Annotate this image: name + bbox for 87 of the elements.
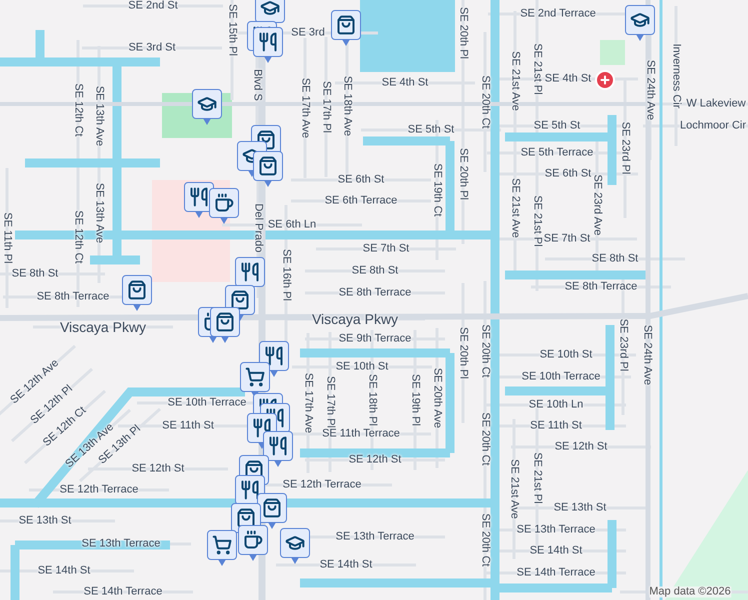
street-name: SE 21st Pl xyxy=(532,43,542,95)
street-name: SE 3rd St xyxy=(128,42,176,54)
street-name: SE 5th Terrace xyxy=(520,148,594,158)
street-name: SE 18th Ave xyxy=(342,76,352,136)
street-name: SE 12th Terrace xyxy=(60,484,138,496)
street-name: SE 11th Terrace xyxy=(322,428,400,440)
street-name: SE 7th St xyxy=(544,234,590,244)
street-name: SE 10th St xyxy=(336,362,388,372)
street-name: SE 10th St xyxy=(540,350,592,360)
street-name: SE 12th Terrace xyxy=(282,480,362,490)
street-name: SE 10th Terrace xyxy=(168,398,246,408)
street-name: SE 21st Pl xyxy=(532,195,542,247)
street-name: SE 12th St xyxy=(554,442,608,452)
street-name: SE 20th Ct xyxy=(480,75,490,129)
street-name: SE 21st Ave xyxy=(508,459,520,519)
street-name: SE 12th St xyxy=(132,464,184,474)
street-name: SE 24th Ave xyxy=(642,324,652,386)
street-name: SE 20th Ct xyxy=(480,324,490,378)
street-name: SE 20th Ave xyxy=(432,368,442,428)
street-name: SE 13th Ave xyxy=(94,86,104,146)
street-name: SE 2nd St xyxy=(128,0,178,12)
street-name: SE 13th Terrace xyxy=(336,532,414,542)
street-name: SE 13th St xyxy=(18,516,72,526)
street-name: SE 19th Ct xyxy=(432,163,442,217)
street-name: SE 21st Ave xyxy=(510,178,520,238)
street-name: SE 17th Ave xyxy=(300,78,310,138)
street-name: Inverness Cir xyxy=(670,44,682,108)
street-name: SE 5th St xyxy=(534,120,580,132)
street-name: SE 13th Terrace xyxy=(516,524,596,536)
street-name: SE 10th Terrace xyxy=(522,372,600,382)
street-name: SE 14th Terrace xyxy=(84,586,162,598)
street-name: SE 11th St xyxy=(162,420,214,432)
street-name: SE 20th Ct xyxy=(480,412,490,466)
street-name: SE 9th Terrace xyxy=(338,334,412,344)
street-name: SE 6th St xyxy=(338,174,384,186)
street-name: SE 24th Ave xyxy=(644,60,656,120)
street-name: SE 14th St xyxy=(530,546,582,556)
street-name: SE 14th Terrace xyxy=(516,568,596,578)
street-name: SE 13th St xyxy=(554,502,606,514)
street-name: SE 14th St xyxy=(38,566,90,576)
street-name: SE 8th St xyxy=(12,268,58,280)
street-name: W Lakeview xyxy=(686,98,746,110)
street-name: SE 19th Pl xyxy=(410,374,420,426)
street-name: SE 8th St xyxy=(352,266,398,276)
street-name: SE 23rd Pl xyxy=(620,122,630,174)
street-name: SE 4th St xyxy=(544,74,592,84)
street-name: SE 2nd Terrace xyxy=(520,8,596,20)
street-name: Blvd S xyxy=(252,69,262,101)
street-name: SE 6th Terrace xyxy=(324,196,398,206)
street-name: SE 12th Ct xyxy=(72,83,84,137)
street-name: SE 20th Pl xyxy=(458,327,468,379)
street-name: Viscaya Pkwy xyxy=(60,320,146,334)
street-name: Viscaya Pkwy xyxy=(312,312,398,326)
street-name: SE 17th Pl xyxy=(324,376,336,428)
street-name: SE 11th St xyxy=(530,420,582,432)
street-name: SE 17th Ave xyxy=(302,372,314,434)
map-attribution: Map data ©2026 xyxy=(649,586,731,598)
street-name: SE 20th Pl xyxy=(458,148,468,200)
street-name: SE 16th Pl xyxy=(280,249,292,301)
street-name: SE 8th St xyxy=(592,254,638,264)
street-name: SE 3rd xyxy=(291,28,325,38)
street-name: SE 12th Ct xyxy=(72,210,84,264)
street-name: Del Prado xyxy=(252,204,264,252)
street-name: SE 10th Ln xyxy=(528,400,584,410)
street-name: SE 21st Ave xyxy=(510,51,520,111)
street-name: SE 18th Pl xyxy=(366,374,378,426)
street-name: SE 23rd Pl xyxy=(618,318,628,372)
street-name: SE 7th St xyxy=(362,244,410,254)
street-name: SE 8th Terrace xyxy=(36,292,110,302)
street-name: SE 11th Pl xyxy=(2,212,12,264)
street-name: SE 4th St xyxy=(382,78,428,88)
street-name: SE 6th Ln xyxy=(268,220,316,230)
street-name: SE 5th St xyxy=(408,124,454,136)
street-name: SE 21st Pl xyxy=(532,452,542,504)
street-name: SE 13th Ave xyxy=(94,182,104,244)
street-name: SE 20th Ct xyxy=(480,513,490,567)
street-name: SE 8th Terrace xyxy=(564,282,638,292)
street-name: SE 17th Pl xyxy=(320,81,332,133)
street-name: SE 20th Pl xyxy=(458,7,468,59)
street-name: SE 23rd Ave xyxy=(592,174,602,236)
street-name: SE 8th Terrace xyxy=(338,288,412,298)
street-name: SE 13th Terrace xyxy=(82,538,160,550)
street-name: Lochmoor Cir xyxy=(680,120,746,132)
street-name: SE 15th Pl xyxy=(226,4,238,56)
street-name: SE 12th St xyxy=(348,454,402,466)
street-name: SE 14th St xyxy=(320,560,372,570)
street-name: SE 6th St xyxy=(544,168,592,180)
